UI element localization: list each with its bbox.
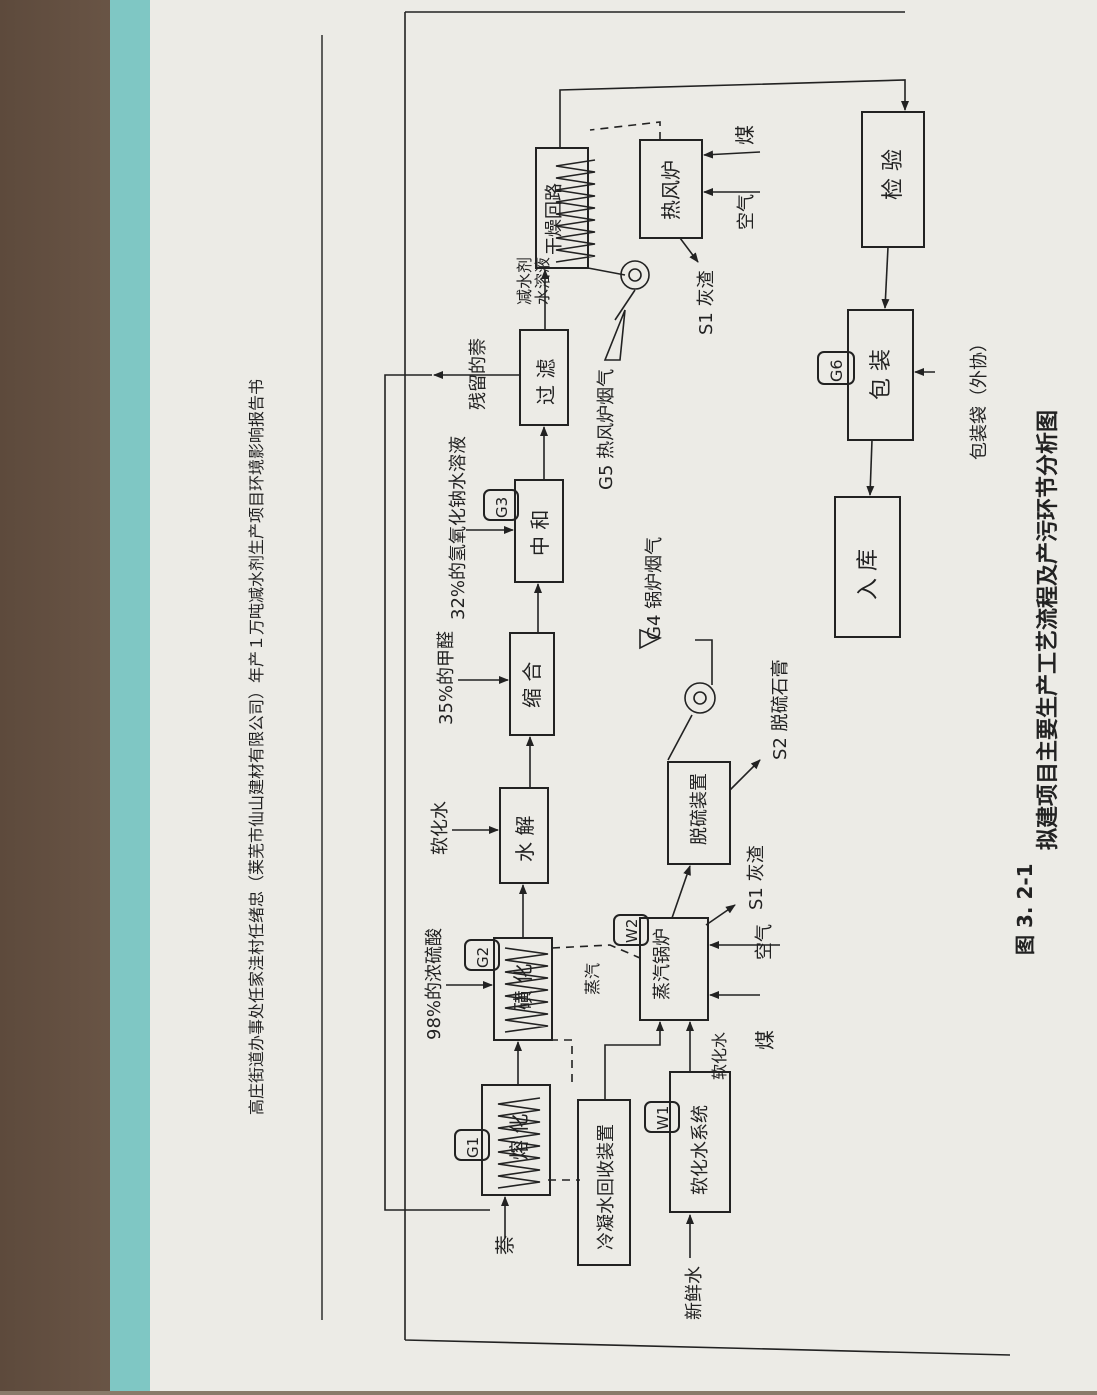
input-coal-boiler: 煤 (753, 1030, 777, 1050)
input-sulfuric-acid: 98%的浓硫酸 (424, 928, 445, 1040)
box-softening-system: 软化水系统 (669, 1071, 731, 1213)
svg-text:W2: W2 (623, 919, 641, 943)
label-steam: 蒸汽 (583, 963, 602, 995)
sulfonation-coil (504, 947, 549, 1033)
box-hot-air-furnace: 热风炉 (639, 139, 703, 239)
emission-g2: G2 (464, 939, 500, 971)
box-steam-boiler: 蒸汽锅炉 (639, 917, 709, 1021)
emission-g3: G3 (483, 489, 519, 521)
svg-text:检 验: 检 验 (881, 149, 906, 200)
input-formaldehyde: 35%的甲醛 (436, 631, 457, 725)
svg-text:脱硫装置: 脱硫装置 (689, 773, 710, 845)
input-fresh-water: 新鲜水 (684, 1266, 705, 1320)
box-packaging: 包 装 (847, 309, 914, 441)
box-storage: 入 库 (834, 496, 901, 638)
svg-text:G6: G6 (827, 359, 846, 382)
furnace-hot-air-dashed (589, 121, 661, 140)
box-melting: 熔 化 (481, 1084, 551, 1196)
box-filtration: 过 滤 (519, 329, 569, 426)
emission-g6: G6 (817, 351, 855, 385)
melting-coil (497, 1097, 541, 1189)
input-naphthalene: 萘 (493, 1235, 517, 1255)
g5-stack-icon (603, 309, 626, 361)
input-soft-water: 软化水 (430, 801, 451, 855)
condensate-return-dashed (550, 1039, 573, 1082)
figure-title: 拟建项目主要生产工艺流程及产污环节分析图 (1035, 410, 1061, 850)
coal-furnace-line (703, 150, 761, 159)
svg-text:入 库: 入 库 (856, 549, 881, 600)
figure-number: 图 3. 2-1 (1013, 863, 1037, 955)
dryer-to-fan (587, 267, 626, 276)
box-neutralization: 中 和 (514, 479, 564, 583)
residual-recycle-line (384, 374, 490, 1211)
diagram-frame (404, 11, 1011, 1356)
emission-g1: G1 (454, 1129, 490, 1161)
emission-w1: W1 (644, 1101, 680, 1133)
input-packaging-bag: 包装袋（外协） (969, 334, 990, 460)
emission-g5: G5 热风炉烟气 (596, 369, 617, 490)
g4-stack-line (695, 639, 713, 685)
steam-dashed (551, 944, 641, 959)
emission-s2: S2 脱硫石膏 (769, 659, 791, 760)
g4-stack-icon (639, 628, 662, 650)
boiler-fan-icon (684, 682, 716, 714)
box-inspection: 检 验 (861, 111, 925, 248)
emission-s1-furnace: S1 灰渣 (696, 270, 717, 335)
flow-pack-to-storage (866, 439, 875, 496)
svg-text:包 装: 包 装 (869, 349, 894, 400)
page-header: 高庄街道办事处任家洼村任绪忠（莱芜市仙山建材有限公司）年产１万吨减水剂生产项目环… (247, 379, 266, 1115)
svg-text:蒸汽锅炉: 蒸汽锅炉 (652, 928, 673, 1000)
svg-text:W1: W1 (654, 1106, 672, 1130)
desulf-to-fan (667, 714, 693, 761)
boiler-ash-line (705, 904, 736, 926)
label-residual-naphthalene: 残留的萘 (468, 338, 489, 410)
box-hydrolysis: 水 解 (499, 787, 549, 884)
label-soft-water-boiler: 软化水 (710, 1032, 729, 1080)
input-naoh: 32%的氢氧化钠水溶液 (448, 436, 469, 620)
emission-w2: W2 (613, 914, 649, 946)
svg-text:干燥回路: 干燥回路 (544, 183, 565, 255)
furnace-ash-line (679, 237, 699, 263)
box-drum-dryer: 干燥回路 (535, 147, 589, 269)
svg-text:中 和: 中 和 (528, 510, 552, 556)
desulf-to-gypsum (729, 759, 761, 791)
condensate-to-boiler (604, 1021, 664, 1100)
paper-page (150, 0, 1097, 1391)
svg-text:G2: G2 (474, 947, 492, 968)
input-air-boiler: 空气 (754, 924, 775, 960)
flow-inspection-to-pack (881, 246, 890, 309)
label-reducer-solution-2: 水溶液 (533, 257, 552, 305)
label-reducer-solution-1: 减水剂 (515, 257, 534, 305)
box-condensate-recovery: 冷凝水回收装置 (577, 1099, 631, 1266)
svg-text:软化水系统: 软化水系统 (690, 1105, 711, 1195)
input-coal-furnace: 煤 (733, 125, 757, 145)
box-desulfurization: 脱硫装置 (667, 761, 731, 865)
box-condensation: 缩 合 (509, 632, 555, 736)
svg-text:冷凝水回收装置: 冷凝水回收装置 (596, 1124, 617, 1250)
svg-text:G3: G3 (493, 497, 511, 518)
svg-text:水 解: 水 解 (513, 816, 537, 862)
svg-text:过 滤: 过 滤 (534, 359, 558, 405)
boiler-to-desulf (671, 865, 691, 919)
input-air-furnace: 空气 (736, 194, 757, 230)
svg-text:G1: G1 (464, 1137, 482, 1158)
svg-text:热风炉: 热风炉 (659, 160, 683, 220)
svg-text:缩 合: 缩 合 (520, 662, 544, 708)
furnace-fan-icon (620, 260, 650, 290)
emission-g4: G4 锅炉烟气 (644, 537, 665, 640)
flow-dryer-to-inspection (559, 79, 909, 148)
dryer-coil (555, 159, 596, 263)
emission-s1-boiler: S1 灰渣 (746, 845, 767, 910)
